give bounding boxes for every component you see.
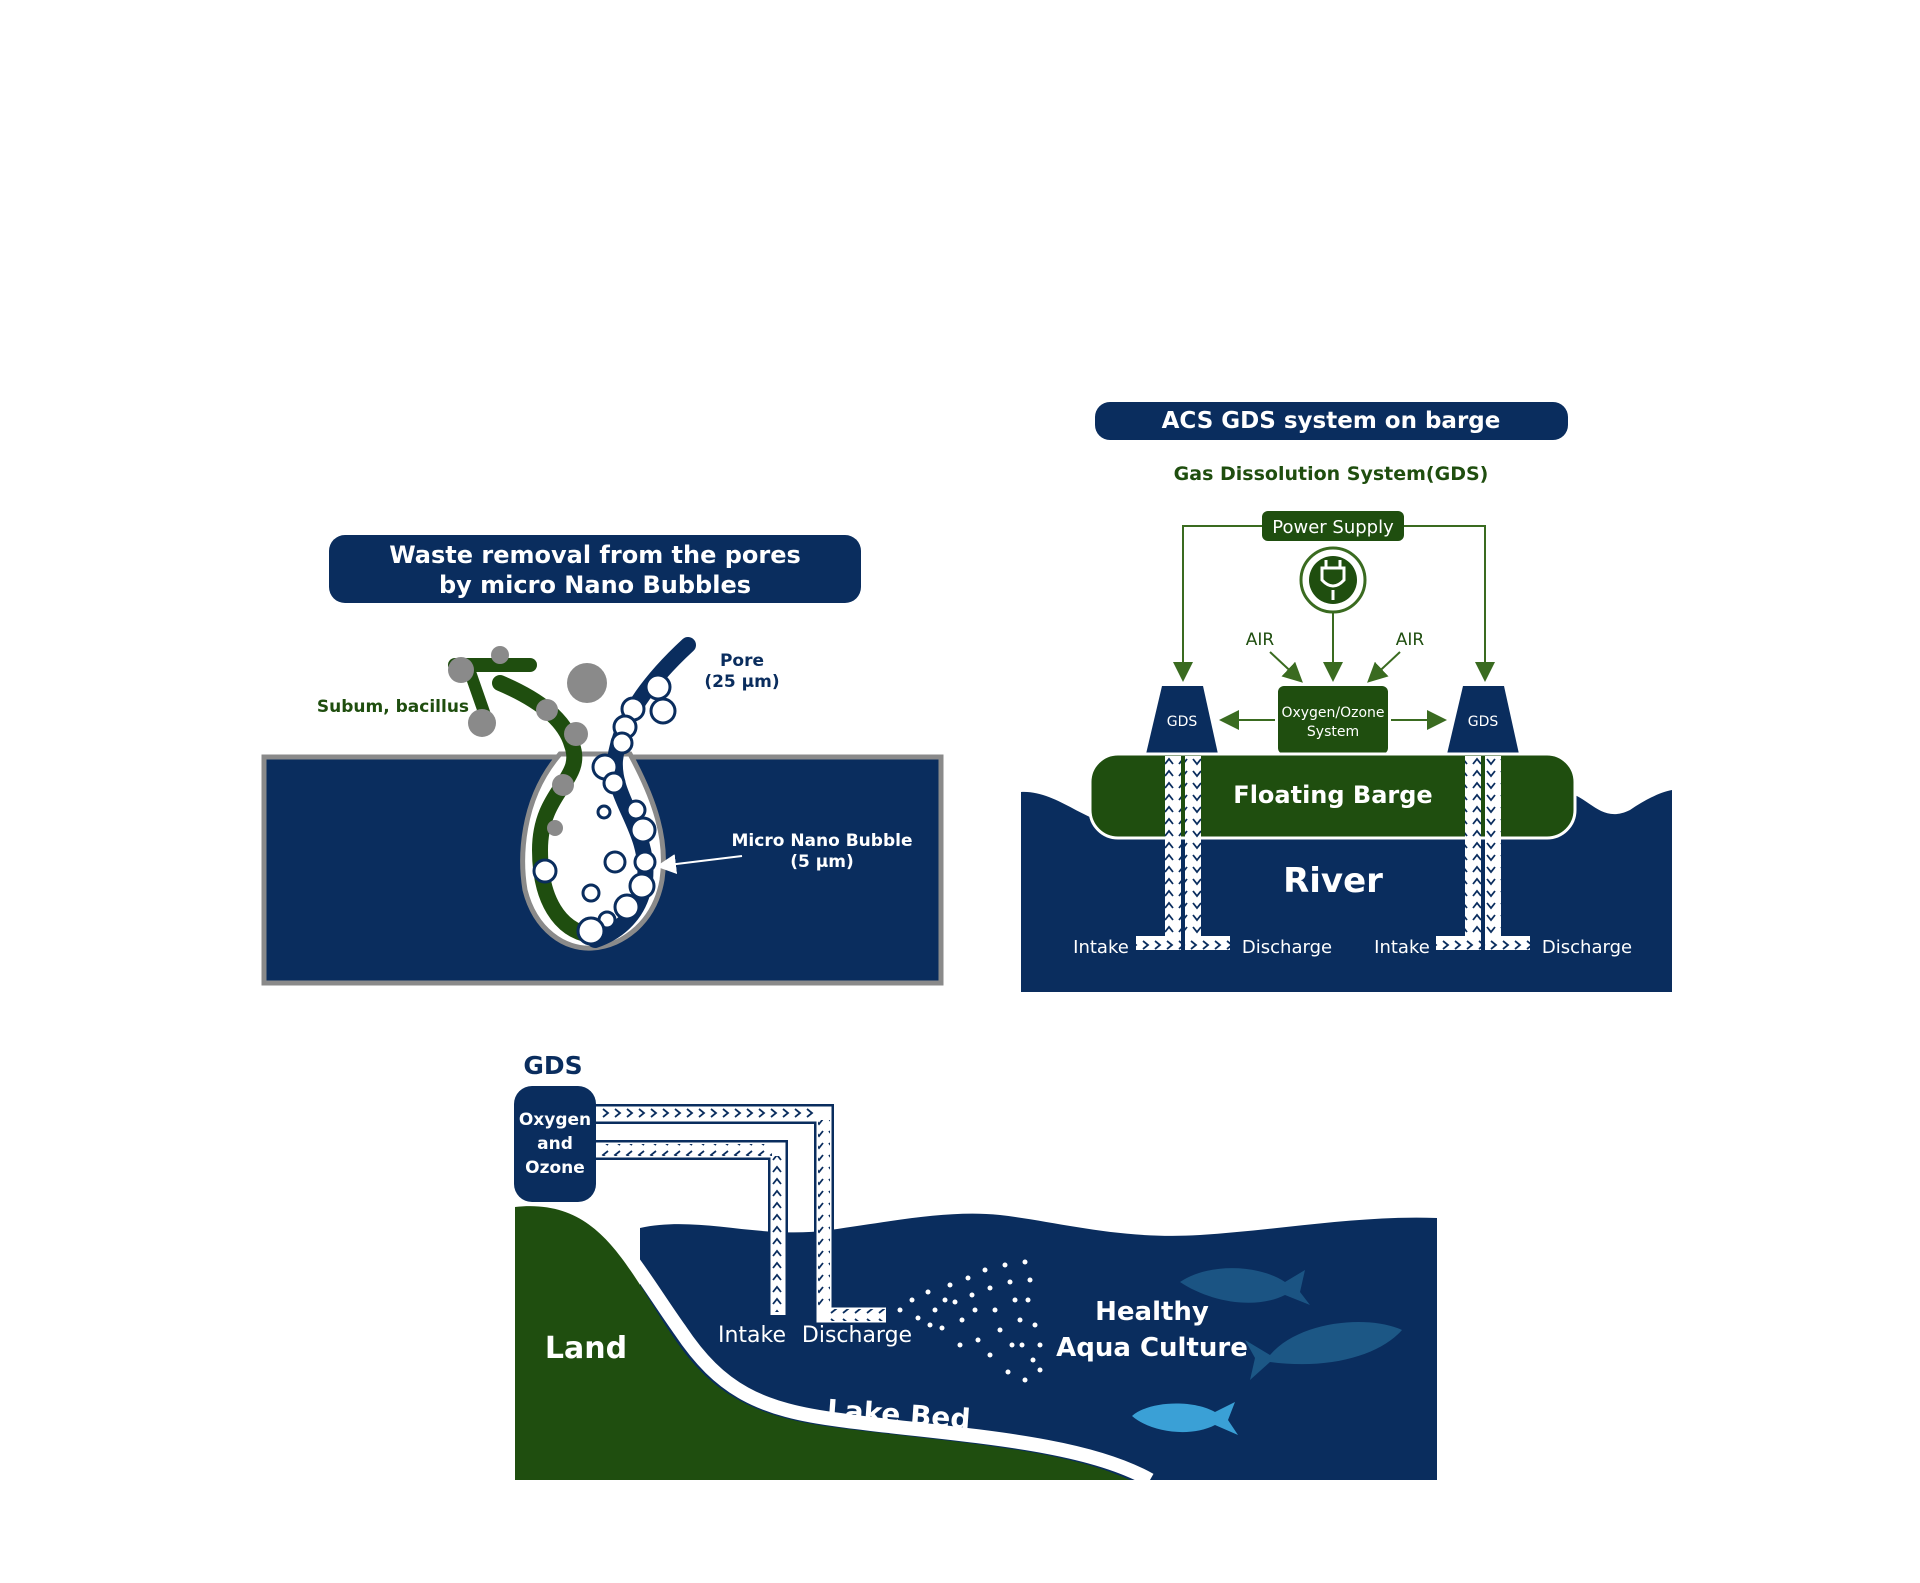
- pores-title-banner: [329, 535, 861, 603]
- bacteria-clusters: [448, 646, 607, 836]
- air-left-label: AIR: [1246, 630, 1275, 650]
- oxygen-system-line2: System: [1307, 724, 1359, 740]
- air-right-arrow: [1367, 651, 1401, 683]
- gds-unit-left: [1146, 686, 1218, 754]
- oxygen-ozone-unit: [514, 1086, 596, 1202]
- power-supply-box: [1262, 511, 1404, 541]
- barge-label: Floating Barge: [1233, 781, 1432, 809]
- lake-discharge-label: Discharge: [802, 1323, 912, 1348]
- micro-nano-bubbles: [532, 673, 677, 946]
- barge-title-banner: [1095, 402, 1568, 440]
- barge-title: ACS GDS system on barge: [1162, 408, 1501, 434]
- gds-right-label: GDS: [1468, 714, 1499, 730]
- power-wire-right: [1404, 525, 1495, 682]
- discharge-right-label: Discharge: [1542, 937, 1632, 958]
- pore-label-line2: (25 µm): [704, 672, 779, 692]
- gds-left-label: GDS: [1167, 714, 1198, 730]
- intake-right-label: Intake: [1374, 937, 1430, 958]
- discharge-left-label: Discharge: [1242, 937, 1332, 958]
- land-label: Land: [545, 1331, 627, 1366]
- fish-icons: [1132, 1268, 1402, 1435]
- fish-icon-3: [1132, 1402, 1238, 1435]
- fish-icon-1: [1180, 1268, 1310, 1305]
- bubble-plume: [897, 1259, 1043, 1383]
- air-left-arrow: [1269, 651, 1303, 683]
- barge-panel: ACS GDS system on barge Gas Dissolution …: [1021, 402, 1672, 992]
- land-mass: [515, 1206, 1130, 1480]
- lake-pipes: [596, 1104, 886, 1325]
- unit-line3: Ozone: [525, 1158, 585, 1178]
- lake-panel: Land Lake Bed GDS Oxygen and Ozone Intak…: [514, 1051, 1437, 1487]
- gds-unit-right: [1447, 686, 1519, 754]
- aqua-line1: Healthy: [1095, 1297, 1209, 1327]
- pores-panel: Waste removal from the pores by micro Na…: [261, 535, 944, 986]
- lake-intake-label: Intake: [718, 1323, 786, 1348]
- power-supply-label: Power Supply: [1272, 517, 1394, 538]
- floating-barge: [1088, 752, 1577, 840]
- aqua-line2: Aqua Culture: [1056, 1333, 1248, 1363]
- gds-title: GDS: [523, 1051, 582, 1080]
- shore-line: [514, 1192, 1154, 1487]
- power-wire-left: [1173, 525, 1262, 682]
- fish-icon-2: [1245, 1322, 1402, 1380]
- intake-left-label: Intake: [1073, 937, 1129, 958]
- pipes-left: [1136, 756, 1230, 950]
- bacillus-branch-2: [464, 666, 491, 721]
- pores-title-line2: by micro Nano Bubbles: [439, 571, 751, 599]
- pores-title-line1: Waste removal from the pores: [389, 541, 801, 569]
- oxygen-ozone-system: [1278, 686, 1388, 754]
- barge-subtitle: Gas Dissolution System(GDS): [1174, 463, 1489, 485]
- unit-line1: Oxygen: [519, 1110, 591, 1130]
- river-label: River: [1283, 861, 1383, 901]
- pore-label-line1: Pore: [720, 651, 764, 671]
- bubble-pointer-arrow: [656, 854, 743, 874]
- bubble-label-line1: Micro Nano Bubble: [732, 831, 913, 851]
- air-right-label: AIR: [1396, 630, 1425, 650]
- pipes-right: [1436, 756, 1530, 950]
- unit-line2: and: [537, 1134, 573, 1154]
- bacteria-label: Subum, bacillus: [317, 697, 469, 717]
- bubble-label-line2: (5 µm): [790, 852, 854, 872]
- oxygen-system-line1: Oxygen/Ozone: [1281, 705, 1384, 721]
